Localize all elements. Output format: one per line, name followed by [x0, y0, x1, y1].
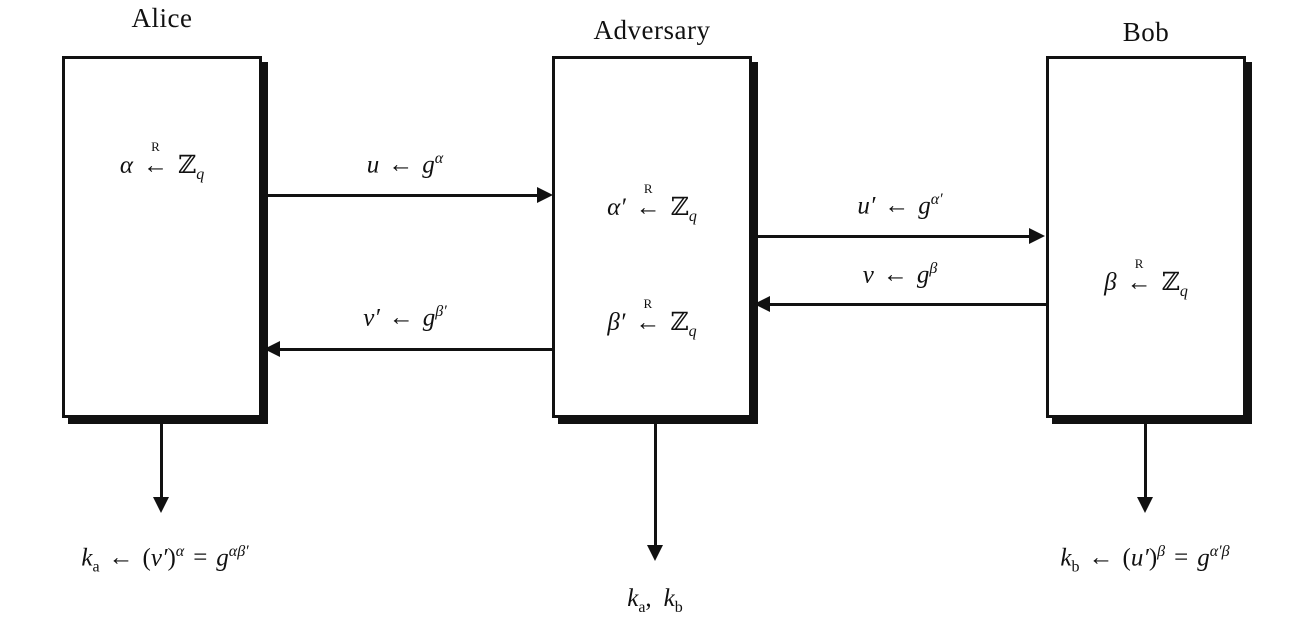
- adversary-output-arrow-head: [647, 545, 663, 561]
- left-arrow-glyph: ←: [1088, 544, 1114, 572]
- arrow-adversary-to-bob-head: [1029, 228, 1045, 244]
- close-paren: ): [1148, 544, 1158, 572]
- adversary-title: Adversary: [593, 15, 711, 45]
- message-v-label: v ← gβ: [785, 260, 1015, 289]
- left-arrow-glyph: ←: [388, 304, 414, 332]
- bob-title: Bob: [1122, 17, 1170, 47]
- message-u-label: u ← gα: [290, 150, 520, 179]
- left-arrow-glyph: ←: [882, 261, 908, 289]
- subscript-q: q: [1179, 283, 1188, 300]
- subscript-a: a: [92, 558, 100, 576]
- subscript-q: q: [688, 323, 697, 340]
- var-u-prime: u′: [1130, 544, 1149, 572]
- alice-box: [62, 56, 262, 418]
- exponent-beta: β: [929, 260, 938, 277]
- subscript-b: b: [674, 599, 683, 616]
- message-u-prime-label: u′ ← gα′: [785, 191, 1015, 220]
- r-superscript: R: [151, 139, 160, 154]
- adversary-box: [552, 56, 752, 418]
- var-alpha-prime: α′: [607, 194, 626, 221]
- var-alpha: α: [119, 152, 133, 179]
- adversary-sample-alpha-expression: α′ R← ℤq: [552, 182, 752, 226]
- subscript-a: a: [638, 599, 646, 616]
- arrow-adversary-to-alice-line: [280, 348, 552, 351]
- var-k: k: [81, 544, 93, 572]
- var-g: g: [422, 304, 436, 332]
- var-beta: β: [1104, 269, 1117, 296]
- bob-box: [1046, 56, 1246, 418]
- arrow-adversary-to-bob-line: [754, 235, 1030, 238]
- bob-sample-expression: β R← ℤq: [1046, 257, 1246, 301]
- var-k: k: [627, 585, 639, 612]
- arrow-bob-to-adversary-line: [770, 303, 1046, 306]
- comma: ,: [645, 585, 652, 612]
- left-arrow-glyph: ←: [635, 194, 661, 221]
- var-g: g: [216, 544, 229, 572]
- arrow-bob-to-adversary-head: [754, 296, 770, 312]
- left-arrow-glyph: ←: [635, 309, 661, 336]
- integers-mod-q-symbol: ℤ: [670, 194, 689, 221]
- left-arrow-glyph: ←: [108, 544, 134, 572]
- alice-output-arrow-head: [153, 497, 169, 513]
- exponent-alpha-prime: α′: [930, 191, 943, 208]
- bob-key-derivation: kb ← (u′)β = gα′β: [980, 543, 1310, 576]
- bob-output-arrow-line: [1144, 418, 1147, 498]
- adversary-output-arrow-line: [654, 418, 657, 546]
- var-k: k: [1060, 544, 1072, 572]
- exponent-alpha-prime-beta: α′β: [1209, 543, 1230, 560]
- var-v: v: [862, 261, 874, 289]
- close-paren: ): [167, 544, 176, 572]
- subscript-q: q: [196, 166, 205, 183]
- integers-mod-q-symbol: ℤ: [1161, 269, 1180, 296]
- random-sample-arrow: R←: [635, 297, 661, 337]
- r-superscript: R: [643, 181, 653, 196]
- bob-output-arrow-head: [1137, 497, 1153, 513]
- alice-title: Alice: [131, 3, 193, 33]
- random-sample-arrow: R←: [142, 140, 168, 180]
- alice-key-derivation: ka ← (v′)α = gαβ′: [0, 543, 330, 576]
- left-arrow-glyph: ←: [388, 151, 414, 179]
- equals-sign: =: [193, 544, 208, 572]
- exponent-alpha: α: [434, 150, 444, 167]
- arrow-adversary-to-alice-head: [264, 341, 280, 357]
- adversary-keys-output: ka,kb: [555, 585, 755, 617]
- subscript-b: b: [1071, 558, 1080, 576]
- arrow-alice-to-adversary-line: [264, 194, 538, 197]
- left-arrow-glyph: ←: [142, 152, 168, 179]
- var-v-prime: v′: [363, 304, 380, 332]
- r-superscript: R: [643, 296, 653, 311]
- open-paren: (: [142, 544, 151, 572]
- var-g: g: [422, 151, 435, 179]
- left-arrow-glyph: ←: [884, 192, 910, 220]
- equals-sign: =: [1174, 544, 1189, 572]
- adversary-sample-beta-expression: β′ R← ℤq: [552, 297, 752, 341]
- integers-mod-q-symbol: ℤ: [670, 309, 689, 336]
- random-sample-arrow: R←: [635, 182, 661, 222]
- alice-sample-expression: α R← ℤq: [62, 140, 262, 184]
- var-g: g: [916, 261, 930, 289]
- var-beta-prime: β′: [607, 309, 626, 336]
- var-g: g: [918, 192, 931, 220]
- var-v-prime: v′: [150, 544, 168, 572]
- integers-mod-q-symbol: ℤ: [177, 152, 197, 179]
- exponent-beta-prime: β′: [435, 303, 447, 320]
- message-v-prime-label: v′ ← gβ′: [290, 303, 520, 332]
- exponent-beta: β: [1157, 543, 1166, 560]
- left-arrow-glyph: ←: [1126, 269, 1152, 296]
- exponent-alpha-beta-prime: αβ′: [228, 543, 249, 560]
- alice-output-arrow-line: [160, 418, 163, 498]
- arrow-alice-to-adversary-head: [537, 187, 553, 203]
- subscript-q: q: [688, 208, 697, 225]
- exponent-alpha: α: [175, 543, 185, 560]
- random-sample-arrow: R←: [1126, 257, 1152, 297]
- open-paren: (: [1122, 544, 1131, 572]
- var-u-prime: u′: [857, 192, 876, 220]
- var-u: u: [366, 151, 380, 179]
- r-superscript: R: [1134, 256, 1144, 271]
- var-g: g: [1197, 544, 1210, 572]
- var-k: k: [663, 585, 675, 612]
